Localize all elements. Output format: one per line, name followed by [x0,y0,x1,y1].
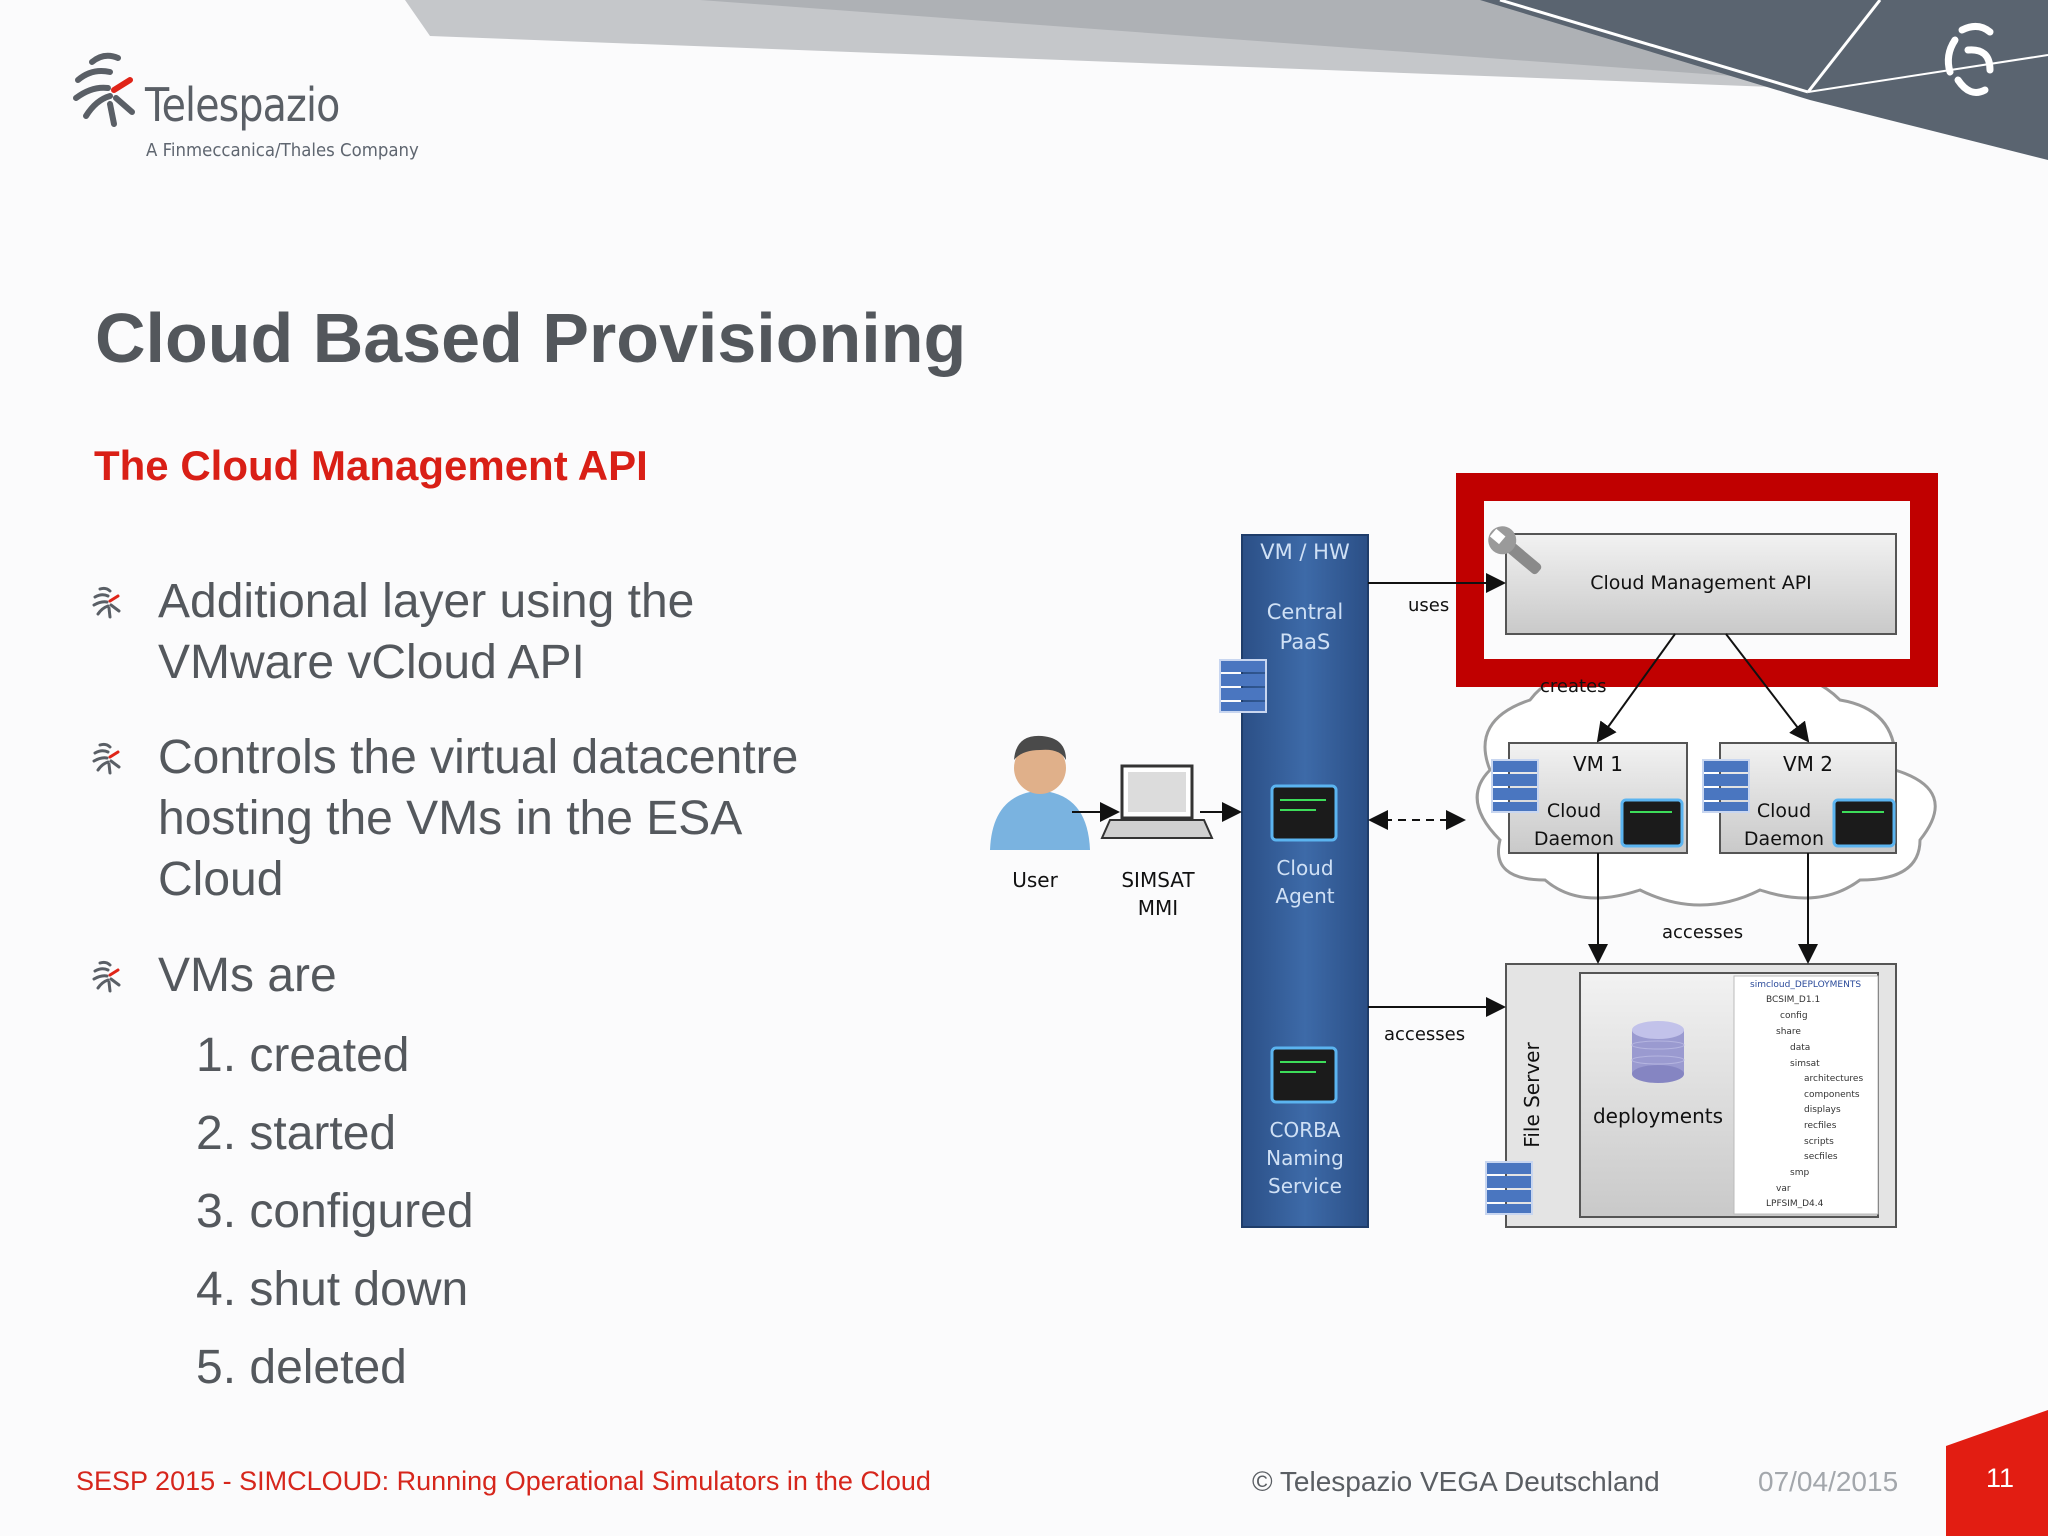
tree-item: var [1776,1184,1791,1194]
server-stack-icon [1219,659,1267,713]
tree-item: LPFSIM_D4.4 [1766,1199,1824,1209]
footer-copyright: © Telespazio VEGA Deutschland [1252,1466,1660,1497]
step-shut-down: 4. shut down [196,1263,469,1316]
tree-item: simcloud_DEPLOYMENTS [1750,980,1862,990]
terminal-icon [1620,798,1684,848]
cloud-management-api-label: Cloud Management API [1590,572,1812,594]
bullet-2-line-3: Cloud [158,853,284,906]
file-server-label: File Server [1520,1042,1544,1148]
cloud-management-api-box [1505,533,1897,635]
wrench-icon [1488,526,1542,575]
arrow-creates-vm1 [1596,633,1676,743]
vm2-daemon-line-1: Cloud [1756,800,1812,822]
simsat-line-1: SIMSAT [1121,868,1195,892]
server-stack-icon [1702,759,1750,813]
terminal-icon [1832,798,1896,848]
tree-item: displays [1804,1105,1841,1115]
uses-label: uses [1408,595,1450,616]
page-number-badge [1946,1410,2048,1536]
central-paas-line-1: Central [1266,600,1344,624]
logo-tagline: A Finmeccanica/Thales Company [146,140,419,161]
tree-item: recfiles [1804,1121,1837,1131]
bullet-3-line-1: VMs are [158,949,337,1002]
vm1-label: VM 1 [1572,752,1624,776]
terminal-icon [1270,784,1338,842]
central-paas-line-2: PaaS [1279,630,1331,654]
creates-label: creates [1540,676,1607,697]
highlight-frame [1456,473,1938,687]
server-stack-icon [1491,759,1539,813]
footer-date: 07/04/2015 [1758,1466,1899,1497]
bullet-1-line-2: VMware vCloud API [158,636,585,689]
tree-item: share [1776,1027,1801,1037]
accesses-label-left: accesses [1384,1024,1466,1045]
terminal-icon [1270,1046,1338,1104]
user-label: User [1012,868,1058,892]
laptop-icon [1100,764,1214,839]
accesses-label-top: accesses [1662,922,1744,943]
corba-line-2: Naming [1266,1146,1344,1170]
page-number: 11 [1986,1463,2015,1493]
logo-name: Telespazio [145,78,340,132]
vm1-daemon-line-2: Daemon [1533,828,1615,850]
database-icon [1631,1021,1685,1083]
arrow-creates-vm2 [1725,633,1810,743]
tree-item: config [1780,1011,1808,1021]
tree-item: smp [1790,1168,1810,1178]
cloud-agent-line-2: Agent [1275,884,1335,908]
step-created: 1. created [196,1029,410,1082]
tree-item: secfiles [1804,1152,1838,1162]
footer-event: SESP 2015 - SIMCLOUD: Running Operationa… [76,1466,931,1496]
bullet-icon [92,742,121,775]
bullet-icon [92,586,121,619]
telespazio-logo-icon [73,52,135,127]
vm-hw-label: VM / HW [1260,540,1350,564]
vm2-daemon-line-2: Daemon [1743,828,1825,850]
tree-item: scripts [1804,1137,1834,1147]
tree-item: data [1790,1043,1811,1053]
folder-tree-panel [1733,975,1879,1215]
slide-title: Cloud Based Provisioning [95,299,967,377]
corba-line-1: CORBA [1269,1118,1341,1142]
tree-item: simsat [1790,1059,1820,1069]
tree-item: components [1804,1090,1860,1100]
tree-item: architectures [1804,1074,1864,1084]
simsat-line-2: MMI [1137,896,1179,920]
header-decoration [405,0,2048,160]
bullet-2-line-2: hosting the VMs in the ESA [158,792,743,845]
deployments-label: deployments [1592,1104,1724,1128]
cloud-agent-line-1: Cloud [1276,856,1334,880]
slide-subtitle: The Cloud Management API [94,442,648,489]
vm-hw-column [1241,534,1369,1228]
tree-item: BCSIM_D1.1 [1766,995,1821,1005]
user-icon [990,735,1090,850]
step-deleted: 5. deleted [196,1341,407,1394]
vm2-label: VM 2 [1782,752,1834,776]
bullet-2-line-1: Controls the virtual datacentre [158,731,799,784]
telespazio-mark-icon [1944,23,1994,96]
bullet-1-line-1: Additional layer using the [158,575,695,628]
corba-line-3: Service [1268,1174,1342,1198]
vm1-daemon-line-1: Cloud [1546,800,1602,822]
server-stack-icon [1485,1161,1533,1215]
bullet-icon [92,960,121,993]
step-configured: 3. configured [196,1185,474,1238]
step-started: 2. started [196,1107,397,1160]
